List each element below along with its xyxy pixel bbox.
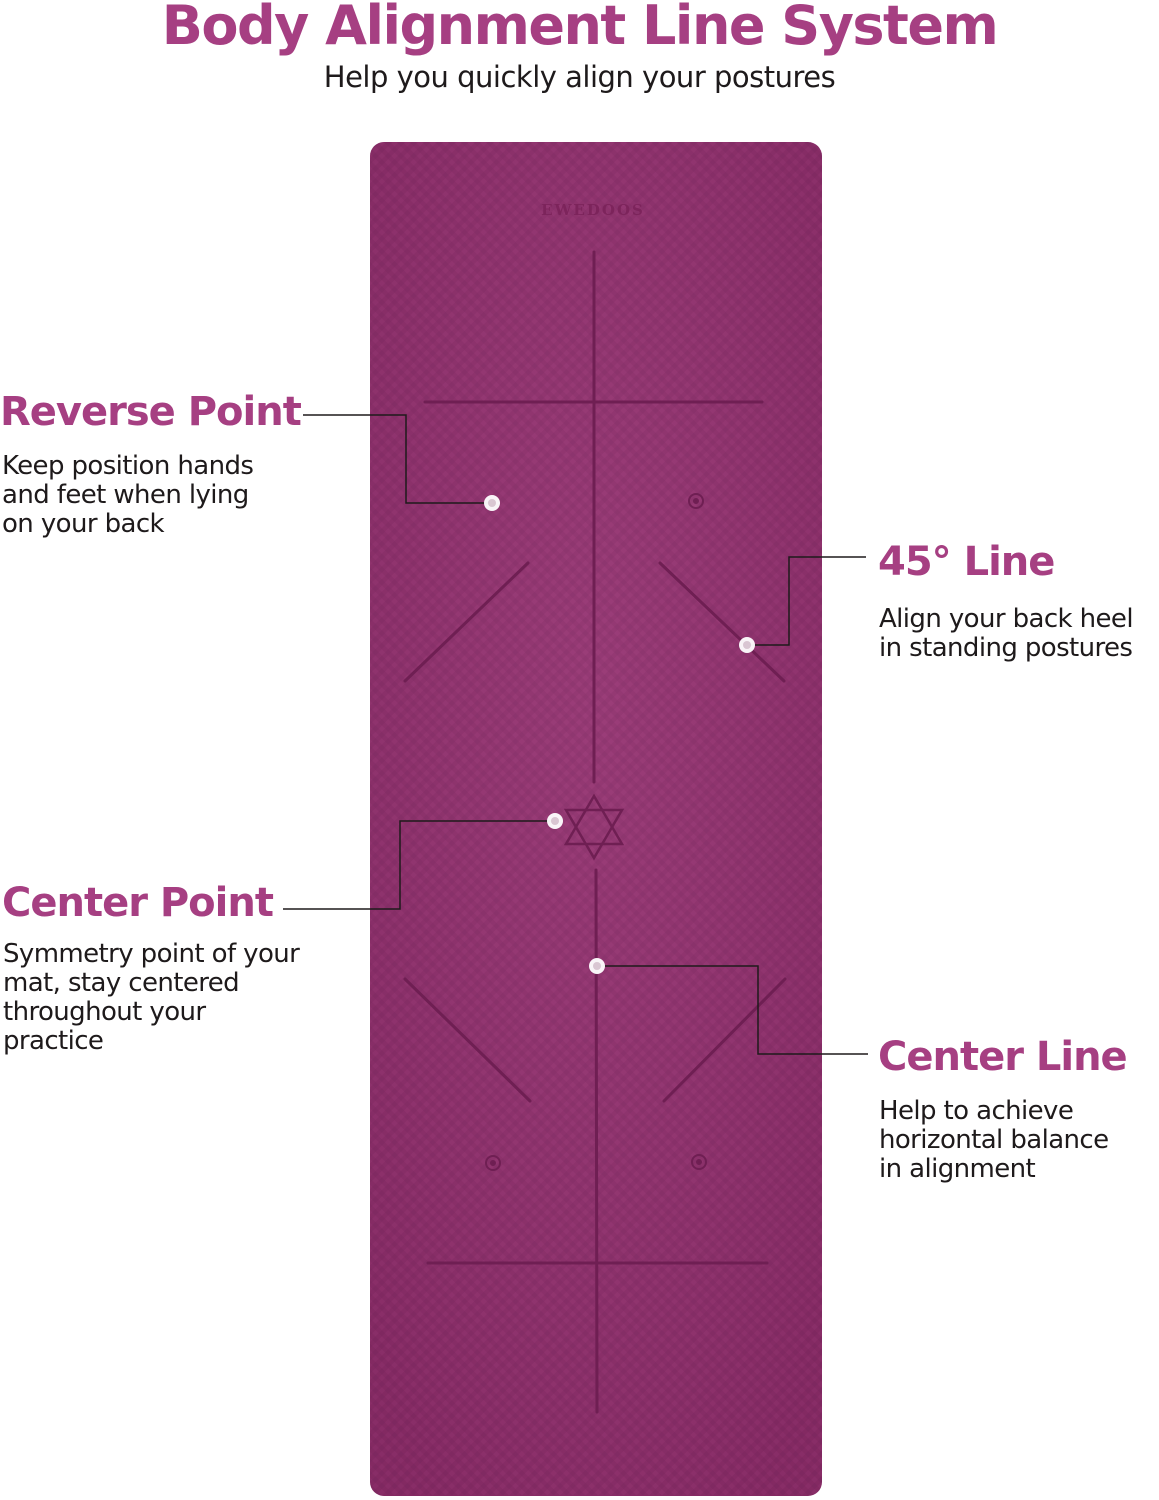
- mat-brand: EWEDOOS: [541, 201, 645, 219]
- reverse-point-line: on your back: [2, 509, 165, 539]
- lower-right-45-line: [662, 977, 787, 1103]
- reverse-point-title: Reverse Point: [0, 389, 302, 435]
- leader-center-point: [283, 820, 555, 910]
- leader-center-line: [597, 965, 868, 1055]
- reverse-point-description: Keep position hands and feet when lying …: [2, 451, 254, 539]
- reverse-point-line: and feet when lying: [2, 480, 249, 510]
- mat-circle-marks: [485, 493, 707, 1171]
- leader-lines: [283, 414, 868, 1055]
- upper-right-45-line: [658, 561, 786, 683]
- center-line-title: Center Line: [878, 1034, 1128, 1080]
- lower-left-45-line: [403, 977, 532, 1103]
- center-line-line: Help to achieve: [879, 1096, 1074, 1126]
- center-point-line: mat, stay centered: [3, 968, 240, 998]
- line-45-line: in standing postures: [879, 633, 1133, 663]
- mat-sheen: [370, 142, 822, 1496]
- mat-mark-top-right: [688, 493, 704, 509]
- mat-mark-bottom-right: [691, 1154, 707, 1170]
- leader-45-line: [747, 556, 866, 646]
- line-45-line: Align your back heel: [879, 604, 1134, 634]
- reverse-point-line: Keep position hands: [2, 451, 254, 481]
- alignment-lines: [403, 250, 787, 1414]
- center-point-line: Symmetry point of your: [3, 939, 300, 969]
- center-line-line: in alignment: [879, 1154, 1036, 1184]
- center-point-description: Symmetry point of your mat, stay centere…: [3, 939, 300, 1056]
- center-star-icon: [563, 793, 625, 861]
- line-45-description: Align your back heel in standing posture…: [879, 604, 1134, 663]
- center-line-bottom: [594, 868, 599, 1414]
- line-45-title: 45° Line: [878, 539, 1055, 585]
- leader-reverse-point: [303, 414, 492, 504]
- center-point-title: Center Point: [2, 880, 274, 926]
- center-point-line: practice: [3, 1026, 104, 1056]
- center-line-line: horizontal balance: [879, 1125, 1109, 1155]
- upper-left-45-line: [403, 561, 530, 683]
- marker-dots: [484, 495, 755, 974]
- mat-mark-bottom-left: [485, 1155, 501, 1171]
- page-title: Body Alignment Line System: [161, 0, 999, 57]
- page-subtitle: Help you quickly align your postures: [323, 60, 836, 94]
- center-line-description: Help to achieve horizontal balance in al…: [879, 1097, 1109, 1184]
- center-point-line: throughout your: [3, 997, 206, 1027]
